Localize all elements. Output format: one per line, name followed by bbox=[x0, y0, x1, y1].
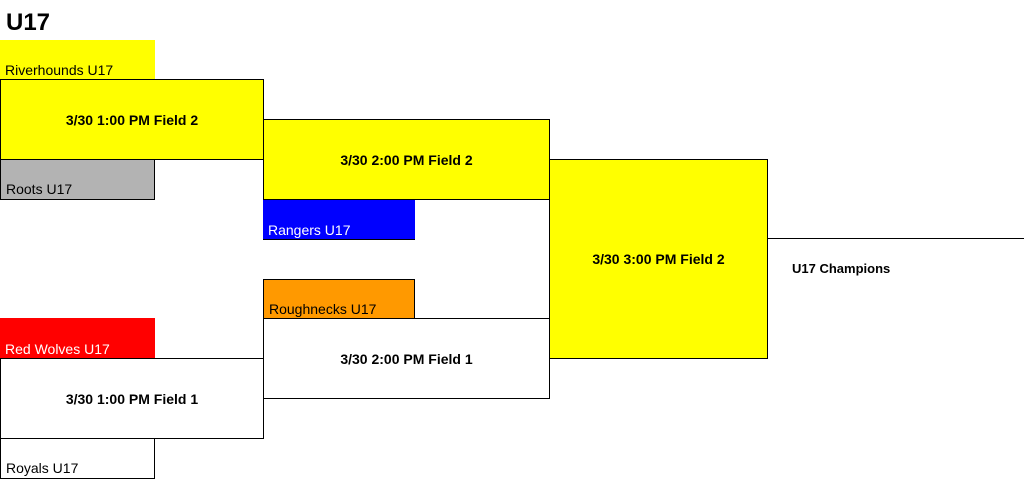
team-label: Red Wolves U17 bbox=[5, 341, 110, 357]
team-label: Roots U17 bbox=[6, 181, 73, 197]
team-riverhounds: Riverhounds U17 bbox=[0, 40, 155, 80]
game-label: 3/30 2:00 PM Field 2 bbox=[340, 151, 473, 168]
game-round2-field1: 3/30 2:00 PM Field 1 bbox=[263, 318, 550, 399]
team-roughnecks: Roughnecks U17 bbox=[263, 279, 415, 320]
champion-line bbox=[767, 238, 1024, 239]
page-title: U17 bbox=[6, 9, 51, 36]
game-round1-field2: 3/30 1:00 PM Field 2 bbox=[0, 79, 264, 160]
game-label: 3/30 1:00 PM Field 1 bbox=[65, 390, 199, 407]
team-label: Riverhounds U17 bbox=[5, 62, 114, 78]
game-label: 3/30 3:00 PM Field 2 bbox=[592, 251, 725, 267]
team-roots: Roots U17 bbox=[0, 160, 155, 200]
game-label: 3/30 1:00 PM Field 2 bbox=[65, 111, 199, 128]
champion-label: U17 Champions bbox=[792, 261, 891, 276]
team-red-wolves: Red Wolves U17 bbox=[0, 318, 155, 359]
team-label: Roughnecks U17 bbox=[269, 301, 377, 317]
team-royals: Royals U17 bbox=[0, 438, 155, 479]
team-label: Rangers U17 bbox=[268, 222, 351, 238]
team-rangers: Rangers U17 bbox=[263, 199, 415, 240]
game-label: 3/30 2:00 PM Field 1 bbox=[340, 350, 473, 367]
game-round2-field2: 3/30 2:00 PM Field 2 bbox=[263, 119, 550, 200]
game-final-field2: 3/30 3:00 PM Field 2 bbox=[549, 159, 768, 359]
team-label: Royals U17 bbox=[6, 460, 79, 476]
game-round1-field1: 3/30 1:00 PM Field 1 bbox=[0, 358, 264, 439]
